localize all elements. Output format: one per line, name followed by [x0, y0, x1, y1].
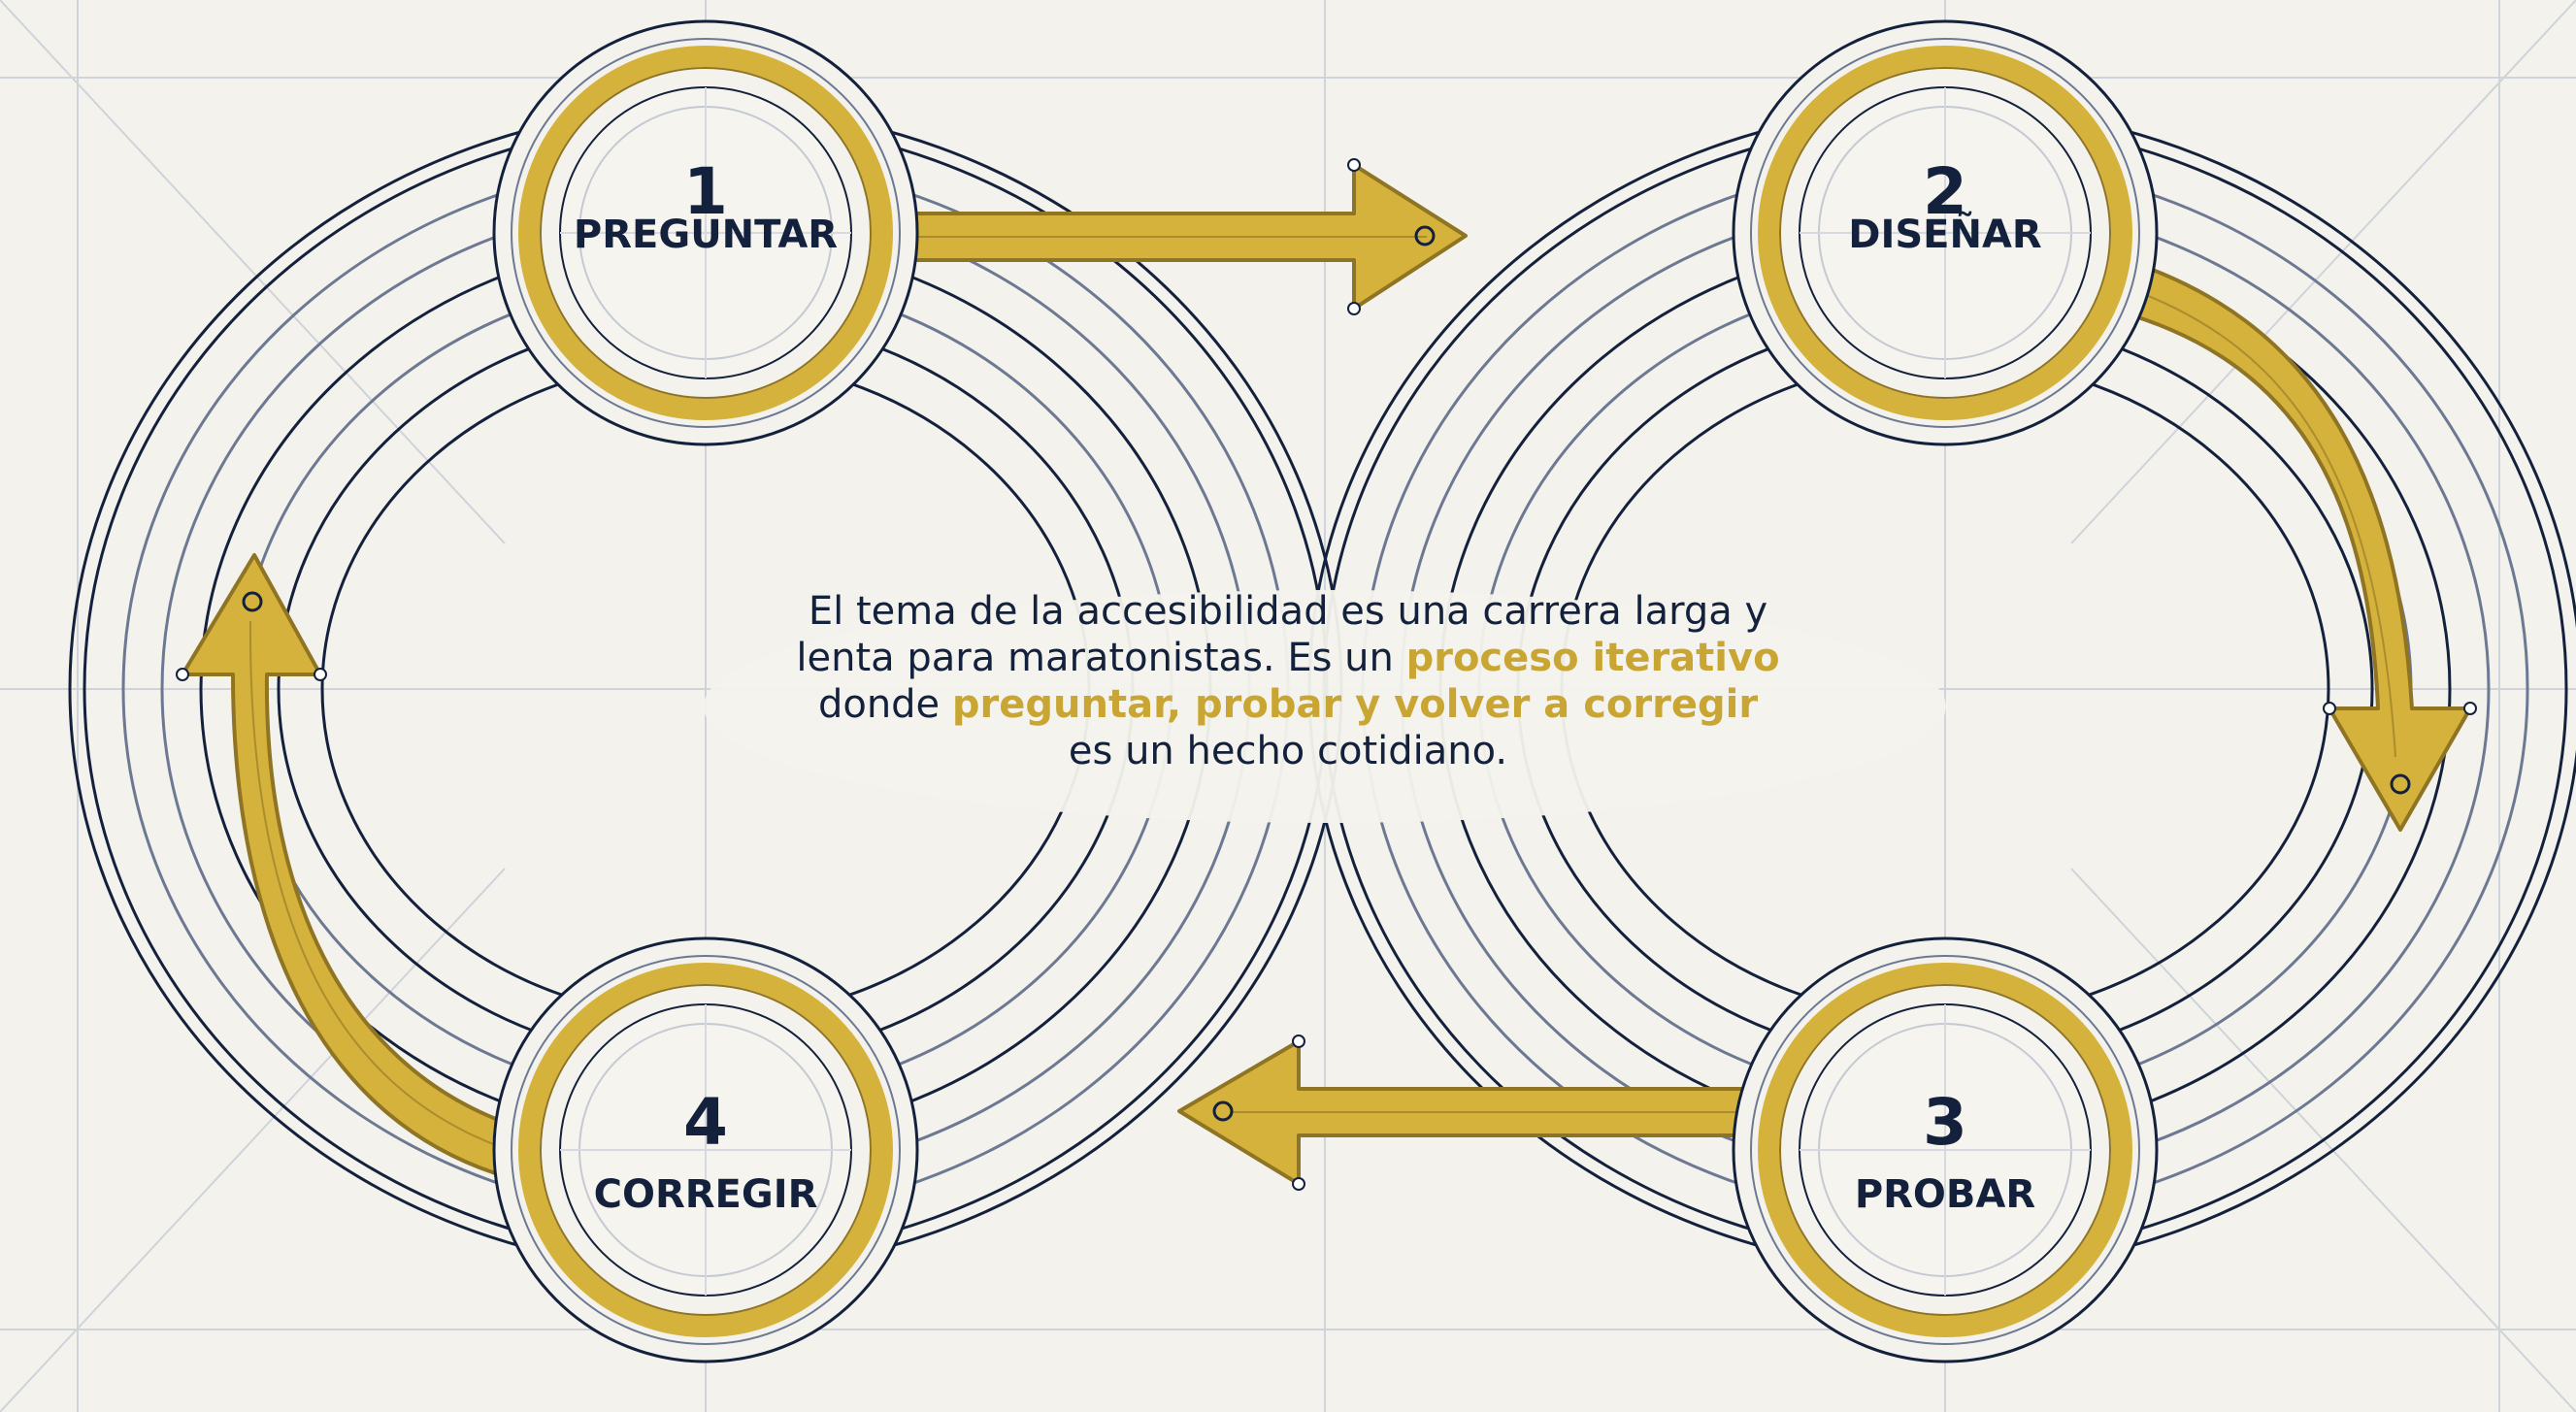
description-line-2-text: lenta para maratonistas. Es un: [796, 636, 1406, 680]
description-line-4: es un hecho cotidiano.: [706, 728, 1870, 774]
arrow-disenar-to-probar: [2114, 258, 2477, 832]
arrow-probar-to-corregir: [1177, 1034, 1778, 1191]
step-4-label: CORREGIR: [594, 1172, 818, 1217]
step-4-number: 4: [683, 1085, 728, 1160]
highlight-proceso-iterativo: proceso iterativo: [1405, 636, 1780, 680]
step-node-4: 4 CORREGIR: [492, 936, 919, 1363]
description-line-2: lenta para maratonistas. Es un proceso i…: [706, 635, 1870, 681]
step-node-3: 3 PROBAR: [1732, 936, 2159, 1363]
highlight-preguntar-probar-corregir: preguntar, probar y volver a corregir: [951, 682, 1759, 727]
step-1-label: PREGUNTAR: [574, 213, 838, 257]
description-line-4-text: es un hecho cotidiano.: [1068, 729, 1508, 773]
description-line-3: donde preguntar, probar y volver a corre…: [706, 681, 1870, 728]
description-line-1-text: El tema de la accesibilidad es una carre…: [808, 589, 1768, 634]
step-node-1: 1 PREGUNTAR: [492, 19, 919, 446]
arrow-corregir-to-preguntar: [176, 553, 531, 1181]
description-text: El tema de la accesibilidad es una carre…: [706, 588, 1870, 774]
arrow-preguntar-to-disenar: [886, 158, 1468, 315]
step-2-label: DISEÑAR: [1848, 211, 2041, 257]
step-2-number: 2: [1923, 154, 1967, 229]
flow-arrows: [176, 158, 2477, 1191]
description-line-1: El tema de la accesibilidad es una carre…: [706, 588, 1870, 635]
step-3-label: PROBAR: [1855, 1172, 2035, 1217]
step-1-number: 1: [683, 154, 728, 229]
center-text-backdrop: [704, 590, 1946, 823]
description-line-3-text: donde: [817, 682, 952, 727]
step-node-2: 2 DISEÑAR: [1732, 19, 2159, 446]
step-3-number: 3: [1923, 1085, 1967, 1160]
